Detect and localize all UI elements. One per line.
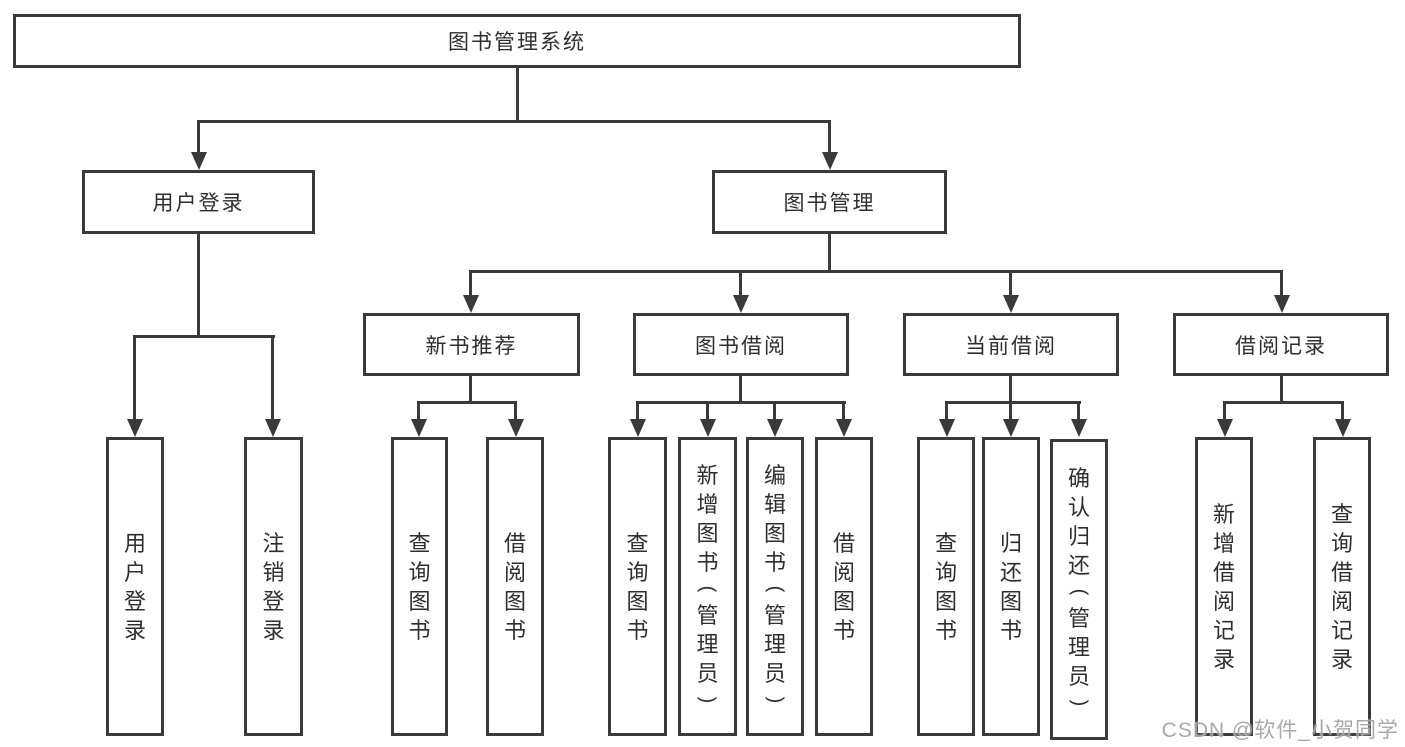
arrowhead-icon — [700, 419, 716, 437]
leaf-edit-books-admin: 编辑图书(管理员) — [746, 437, 804, 736]
connector-line — [271, 335, 274, 420]
arrowhead-icon — [1335, 419, 1351, 437]
leaf-query-borrow-record: 查询借阅记录 — [1313, 437, 1371, 736]
node-label: 借阅记录 — [1235, 334, 1327, 358]
node-label: 新书推荐 — [425, 334, 518, 358]
connector-line — [514, 401, 517, 423]
leaf-label: 用户登录 — [123, 530, 146, 643]
leaf-label: 归还图书 — [999, 530, 1022, 643]
connector-line — [516, 68, 519, 122]
leaf-label: 确认归还(管理员) — [1067, 466, 1090, 707]
connector-line — [636, 401, 639, 423]
node-new-book-recommend: 新书推荐 — [363, 313, 580, 376]
node-book-management: 图书管理 — [712, 170, 947, 234]
arrowhead-icon — [1071, 419, 1087, 437]
connector-line — [945, 401, 1081, 404]
connector-line — [133, 335, 275, 338]
connector-line — [417, 401, 420, 423]
connector-line — [197, 234, 200, 338]
connector-line — [1280, 376, 1283, 403]
leaf-label: 新增图书(管理员) — [696, 463, 719, 704]
arrowhead-icon — [411, 419, 427, 437]
connector-line — [469, 270, 472, 298]
connector-line — [1009, 270, 1012, 298]
arrowhead-icon — [1217, 419, 1233, 437]
leaf-confirm-return-admin: 确认归还(管理员) — [1050, 439, 1108, 740]
arrowhead-icon — [463, 295, 479, 313]
leaf-label: 借阅图书 — [832, 530, 855, 643]
connector-line — [1077, 401, 1080, 423]
leaf-label: 新增借阅记录 — [1212, 501, 1235, 672]
connector-line — [828, 120, 831, 156]
node-label: 用户登录 — [152, 192, 245, 215]
arrowhead-icon — [822, 152, 838, 170]
leaf-label: 注销登录 — [262, 530, 285, 643]
leaf-borrow-books: 借阅图书 — [815, 437, 873, 736]
arrowhead-icon — [939, 419, 955, 437]
connector-line — [1341, 401, 1344, 423]
node-label: 图书管理 — [783, 192, 876, 215]
leaf-return-books: 归还图书 — [982, 437, 1040, 736]
leaf-label: 借阅图书 — [503, 530, 526, 643]
node-library-management-system: 图书管理系统 — [13, 14, 1021, 68]
connector-line — [739, 376, 742, 403]
node-user-login: 用户登录 — [82, 170, 315, 234]
leaf-logout: 注销登录 — [244, 437, 303, 736]
node-book-borrow: 图书借阅 — [633, 313, 849, 376]
connector-line — [1009, 401, 1012, 423]
arrowhead-icon — [1003, 419, 1019, 437]
arrowhead-icon — [630, 419, 646, 437]
node-borrow-records: 借阅记录 — [1173, 313, 1389, 376]
leaf-user-login: 用户登录 — [106, 437, 164, 736]
connector-line — [1223, 401, 1226, 423]
connector-line — [1280, 270, 1283, 298]
leaf-query-books: 查询图书 — [391, 437, 448, 736]
connector-line — [1009, 376, 1012, 403]
node-label: 图书管理系统 — [448, 31, 586, 54]
connector-line — [469, 376, 472, 403]
connector-line — [706, 401, 709, 423]
arrowhead-icon — [508, 419, 524, 437]
csdn-watermark: CSDN @软件_小贺同学 — [1161, 719, 1399, 742]
leaf-query-books: 查询图书 — [608, 437, 667, 736]
leaf-label: 查询借阅记录 — [1330, 501, 1353, 672]
connector-line — [636, 401, 846, 404]
leaf-add-borrow-record: 新增借阅记录 — [1195, 437, 1253, 736]
arrowhead-icon — [1274, 295, 1290, 313]
arrowhead-icon — [127, 419, 143, 437]
connector-line — [828, 234, 831, 272]
leaf-borrow-books: 借阅图书 — [486, 437, 544, 736]
connector-line — [739, 270, 742, 298]
connector-line — [133, 335, 136, 420]
arrowhead-icon — [191, 152, 207, 170]
leaf-query-books: 查询图书 — [917, 437, 975, 736]
connector-line — [417, 401, 517, 404]
arrowhead-icon — [1003, 295, 1019, 313]
node-current-borrow: 当前借阅 — [903, 313, 1119, 376]
arrowhead-icon — [265, 419, 281, 437]
leaf-label: 查询图书 — [934, 530, 957, 643]
connector-line — [773, 401, 776, 423]
leaf-label: 查询图书 — [626, 530, 649, 643]
leaf-label: 编辑图书(管理员) — [763, 463, 786, 704]
connector-line — [842, 401, 845, 423]
arrowhead-icon — [836, 419, 852, 437]
leaf-add-books-admin: 新增图书(管理员) — [678, 437, 737, 736]
connector-line — [469, 270, 1283, 273]
connector-line — [197, 120, 200, 156]
arrowhead-icon — [733, 295, 749, 313]
connector-line — [1223, 401, 1343, 404]
node-label: 当前借阅 — [965, 334, 1057, 358]
connector-line — [197, 120, 831, 123]
connector-line — [945, 401, 948, 423]
node-label: 图书借阅 — [695, 334, 787, 358]
arrowhead-icon — [767, 419, 783, 437]
leaf-label: 查询图书 — [408, 530, 431, 643]
